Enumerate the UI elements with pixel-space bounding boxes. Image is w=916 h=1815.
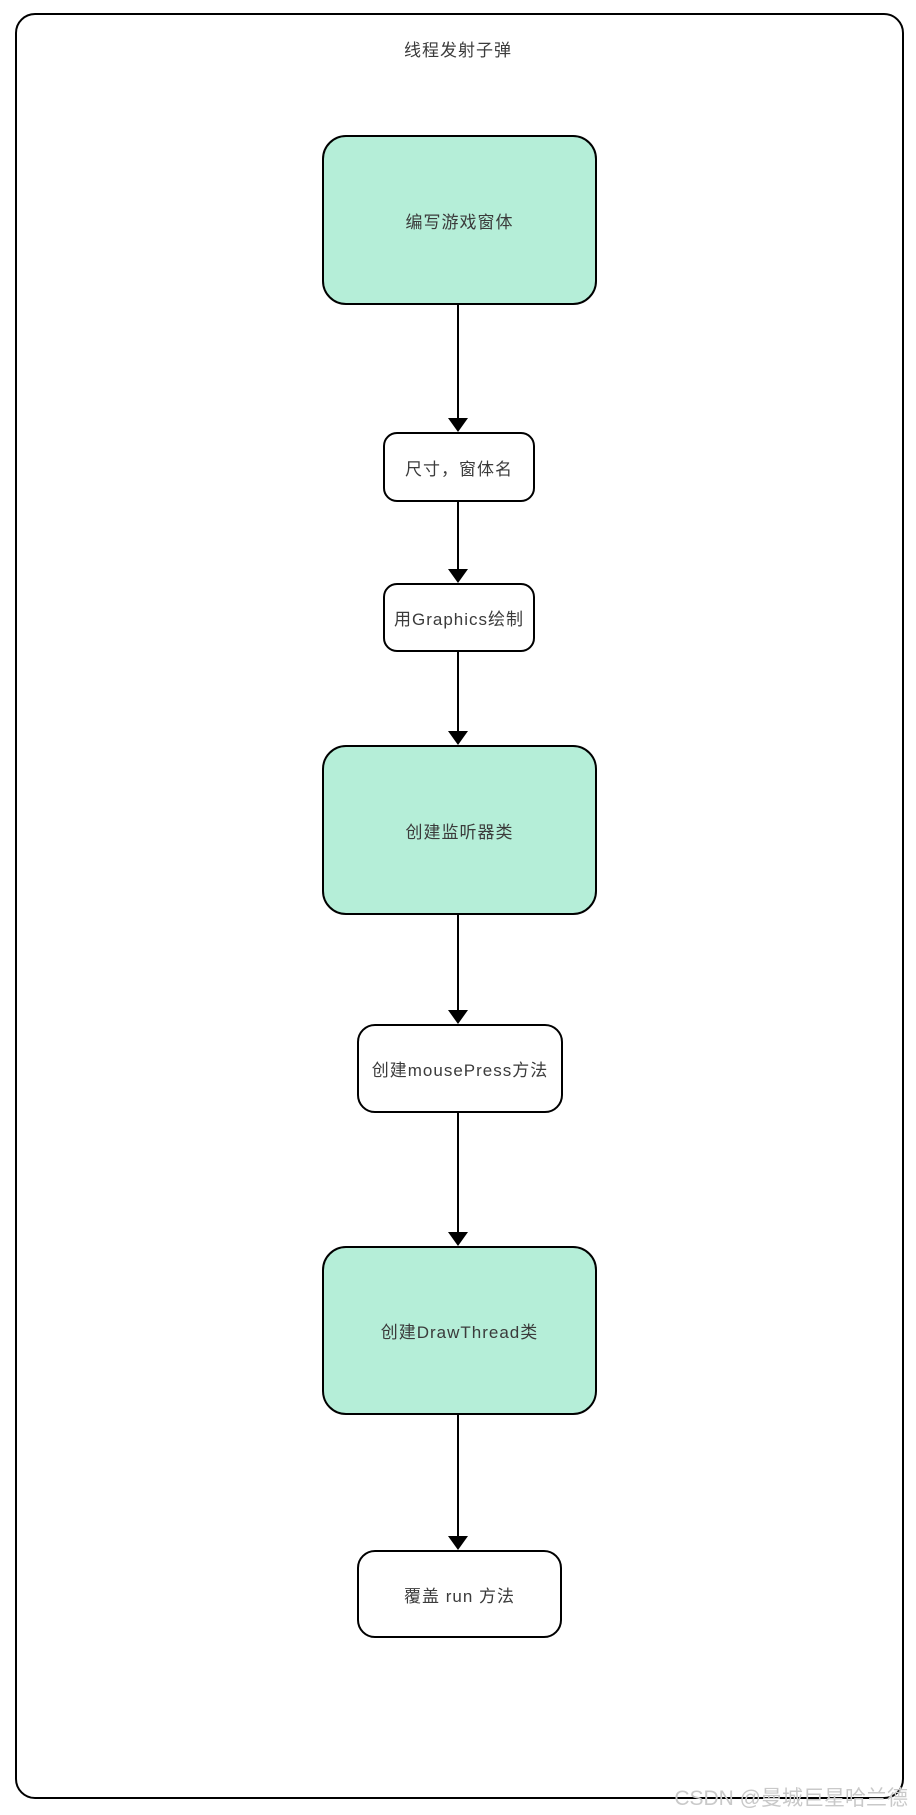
- node-label: 编写游戏窗体: [405, 212, 514, 232]
- node-label: 创建mousePress方法: [371, 1061, 549, 1080]
- node-label: 创建DrawThread类: [380, 1323, 539, 1342]
- node-create-mousepress-method: 创建mousePress方法: [357, 1024, 563, 1113]
- node-write-game-window: 编写游戏窗体: [322, 135, 597, 305]
- diagram-title: 线程发射子弹: [404, 41, 512, 60]
- arrowhead-down-icon: [448, 1232, 468, 1246]
- node-label: 覆盖 run 方法: [403, 1586, 516, 1606]
- arrow-connector-1: [448, 305, 468, 432]
- node-override-run-method: 覆盖 run 方法: [357, 1550, 562, 1638]
- node-create-drawthread-class: 创建DrawThread类: [322, 1246, 597, 1415]
- arrow-connector-4: [448, 915, 468, 1024]
- arrow-connector-5: [448, 1113, 468, 1246]
- arrow-connector-6: [448, 1415, 468, 1550]
- arrow-line: [457, 915, 459, 1010]
- arrow-connector-2: [448, 502, 468, 583]
- arrowhead-down-icon: [448, 1010, 468, 1024]
- csdn-watermark: CSDN @曼城巨星哈兰德: [674, 1787, 908, 1810]
- node-graphics-draw: 用Graphics绘制: [383, 583, 535, 652]
- node-label: 尺寸，窗体名: [405, 459, 513, 479]
- node-create-listener-class: 创建监听器类: [322, 745, 597, 915]
- arrow-line: [457, 305, 459, 418]
- node-label: 创建监听器类: [405, 822, 514, 842]
- arrow-connector-3: [448, 652, 468, 745]
- arrow-line: [457, 652, 459, 731]
- arrowhead-down-icon: [448, 731, 468, 745]
- node-size-window-name: 尺寸，窗体名: [383, 432, 535, 502]
- node-label: 用Graphics绘制: [393, 610, 525, 629]
- arrow-line: [457, 502, 459, 569]
- arrowhead-down-icon: [448, 569, 468, 583]
- diagram-border-frame: [15, 13, 904, 1799]
- arrow-line: [457, 1113, 459, 1232]
- arrowhead-down-icon: [448, 418, 468, 432]
- arrow-line: [457, 1415, 459, 1536]
- arrowhead-down-icon: [448, 1536, 468, 1550]
